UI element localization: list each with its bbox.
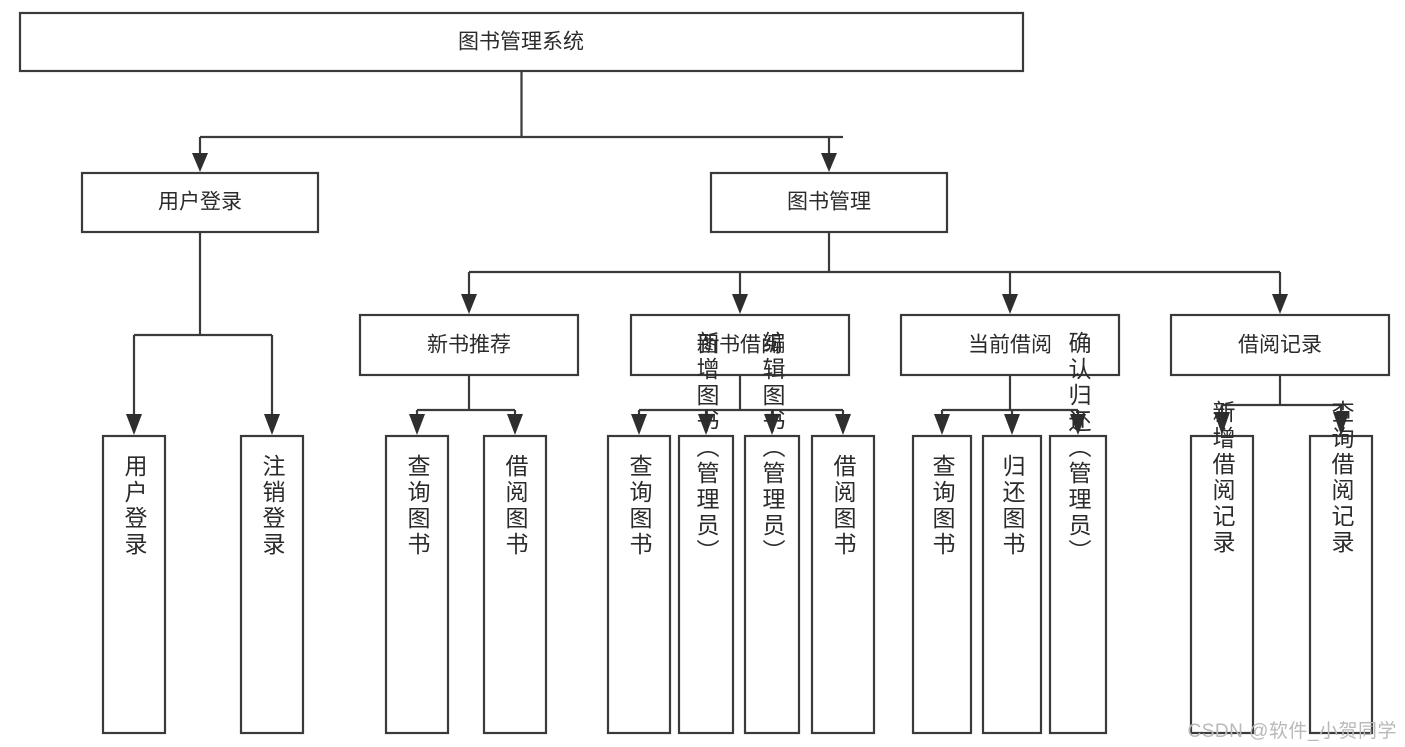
leaf-label: 确认归还（管理员） <box>1065 331 1092 565</box>
leaf-box[interactable] <box>911 434 973 735</box>
leaf-box[interactable] <box>1048 434 1108 735</box>
user-login-label: 用户登录 <box>158 191 242 214</box>
leaf-label: 查询图书 <box>929 454 956 558</box>
book-borrow-box[interactable] <box>629 313 851 377</box>
arrow-user-login-child2 <box>264 414 280 435</box>
new-book-recommend-label: 新书推荐 <box>427 334 511 357</box>
book-management-box[interactable] <box>709 171 949 234</box>
leaf-label: 借阅图书 <box>502 454 529 558</box>
arrow-current-c2 <box>1004 414 1020 435</box>
arrow-root-to-user-login <box>192 153 208 172</box>
arrow-current-c1 <box>934 414 950 435</box>
leaf-edit-book-admin[interactable]: 编辑图书（管理员） <box>743 331 801 735</box>
arrow-borrow-c4 <box>835 414 851 435</box>
leaf-user-login[interactable]: 用户登录 <box>101 434 167 735</box>
leaf-confirm-return-admin[interactable]: 确认归还（管理员） <box>1048 331 1108 735</box>
leaf-label: 借阅图书 <box>830 454 857 558</box>
current-borrow-label: 当前借阅 <box>968 334 1052 357</box>
root-box[interactable] <box>18 11 1025 73</box>
leaf-box[interactable] <box>743 434 801 735</box>
leaf-box[interactable] <box>606 434 672 735</box>
leaf-box[interactable] <box>1189 434 1255 735</box>
arrow-new-book-c1 <box>409 414 425 435</box>
arrow-borrow-c3 <box>764 414 780 435</box>
node-current-borrow[interactable]: 当前借阅 <box>899 313 1121 377</box>
new-book-recommend-box[interactable] <box>358 313 580 377</box>
arrow-user-login-child1 <box>126 414 142 435</box>
arrow-new-book-c2 <box>507 414 523 435</box>
arrow-borrow-c1 <box>631 414 647 435</box>
leaf-label: 归还图书 <box>999 454 1026 558</box>
leaf-box[interactable] <box>1308 434 1374 735</box>
leaf-query-book-borrow[interactable]: 查询图书 <box>606 434 672 735</box>
arrow-book-mgmt-c4 <box>1272 294 1288 314</box>
leaf-label: 注销登录 <box>259 454 286 558</box>
arrow-current-c3 <box>1070 414 1086 435</box>
leaf-borrow-book-newbook[interactable]: 借阅图书 <box>482 434 548 735</box>
leaf-box[interactable] <box>810 434 876 735</box>
leaf-add-book-admin[interactable]: 新增图书（管理员） <box>677 331 735 735</box>
leaf-label: 新增图书（管理员） <box>693 331 720 565</box>
arrow-book-mgmt-c2 <box>732 294 748 314</box>
node-book-management[interactable]: 图书管理 <box>709 171 949 234</box>
leaf-borrow-book[interactable]: 借阅图书 <box>810 434 876 735</box>
leaf-box[interactable] <box>482 434 548 735</box>
leaf-label: 查询图书 <box>626 454 653 558</box>
root-label: 图书管理系统 <box>458 31 584 54</box>
leaf-query-borrow-record[interactable]: 查询借阅记录 <box>1308 400 1374 735</box>
leaf-box[interactable] <box>384 434 450 735</box>
arrow-book-mgmt-c1 <box>461 294 477 314</box>
leaf-logout[interactable]: 注销登录 <box>239 434 305 735</box>
borrow-record-label: 借阅记录 <box>1238 334 1322 357</box>
arrow-root-to-book-mgmt <box>821 153 837 172</box>
leaf-label: 编辑图书（管理员） <box>759 331 786 565</box>
node-book-borrow[interactable]: 图书借阅 <box>629 313 851 377</box>
book-management-label: 图书管理 <box>787 191 871 214</box>
book-borrow-label: 图书借阅 <box>698 334 782 357</box>
leaf-label: 新增借阅记录 <box>1209 400 1236 556</box>
leaf-label: 用户登录 <box>121 454 148 558</box>
node-root[interactable]: 图书管理系统 <box>18 11 1025 73</box>
leaf-box[interactable] <box>981 434 1043 735</box>
leaf-query-book-newbook[interactable]: 查询图书 <box>384 434 450 735</box>
node-new-book-recommend[interactable]: 新书推荐 <box>358 313 580 377</box>
leaf-label: 查询借阅记录 <box>1328 400 1355 556</box>
arrow-record-c1 <box>1214 412 1230 435</box>
arrow-book-mgmt-c3 <box>1002 294 1018 314</box>
arrow-record-c2 <box>1333 412 1349 435</box>
leaf-add-borrow-record[interactable]: 新增借阅记录 <box>1189 400 1255 735</box>
leaf-box[interactable] <box>677 434 735 735</box>
current-borrow-box[interactable] <box>899 313 1121 377</box>
leaf-label: 查询图书 <box>404 454 431 558</box>
user-login-box[interactable] <box>80 171 320 234</box>
leaf-query-book-current[interactable]: 查询图书 <box>911 434 973 735</box>
borrow-record-box[interactable] <box>1169 313 1391 377</box>
node-user-login[interactable]: 用户登录 <box>80 171 320 234</box>
arrow-borrow-c2 <box>698 414 714 435</box>
connector-layer <box>126 71 1349 435</box>
node-borrow-record[interactable]: 借阅记录 <box>1169 313 1391 377</box>
leaf-box[interactable] <box>101 434 167 735</box>
leaf-return-book[interactable]: 归还图书 <box>981 434 1043 735</box>
leaf-box[interactable] <box>239 434 305 735</box>
